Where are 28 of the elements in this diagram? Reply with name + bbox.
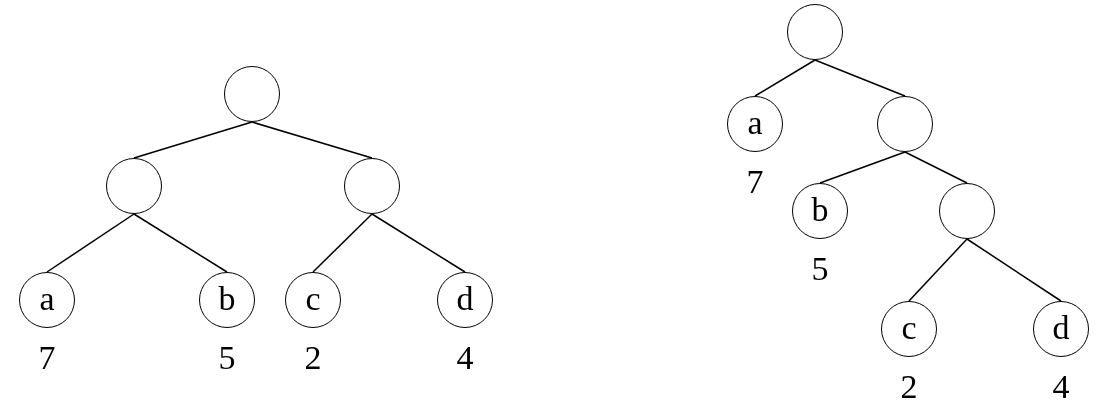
weight-label: 4	[455, 341, 475, 375]
node-label: a	[747, 105, 763, 143]
tree-edge	[904, 151, 968, 184]
tree-edge	[754, 59, 816, 97]
weight-label: 2	[303, 341, 323, 375]
tree-edge	[133, 213, 228, 273]
tree-edge	[371, 213, 466, 273]
tree-edge	[908, 238, 968, 302]
weight-label: 7	[37, 341, 57, 375]
weight-label: 2	[899, 370, 919, 404]
tree-edge	[251, 121, 373, 159]
tree-edge	[814, 59, 906, 97]
node-label: b	[218, 281, 236, 319]
node-label: a	[39, 281, 55, 319]
tree-edge	[312, 213, 373, 273]
weight-label: 5	[810, 252, 830, 286]
node-label: c	[305, 281, 321, 319]
node-label: b	[811, 192, 829, 230]
tree-edge	[966, 238, 1062, 302]
node-label: d	[1052, 310, 1070, 348]
weight-label: 7	[745, 165, 765, 199]
weight-label: 5	[217, 341, 237, 375]
tree-edge	[133, 121, 253, 159]
node-label: d	[456, 281, 474, 319]
node-label: c	[901, 310, 917, 348]
tree-edge	[819, 151, 906, 184]
tree-edge	[46, 213, 135, 273]
weight-label: 4	[1051, 370, 1071, 404]
